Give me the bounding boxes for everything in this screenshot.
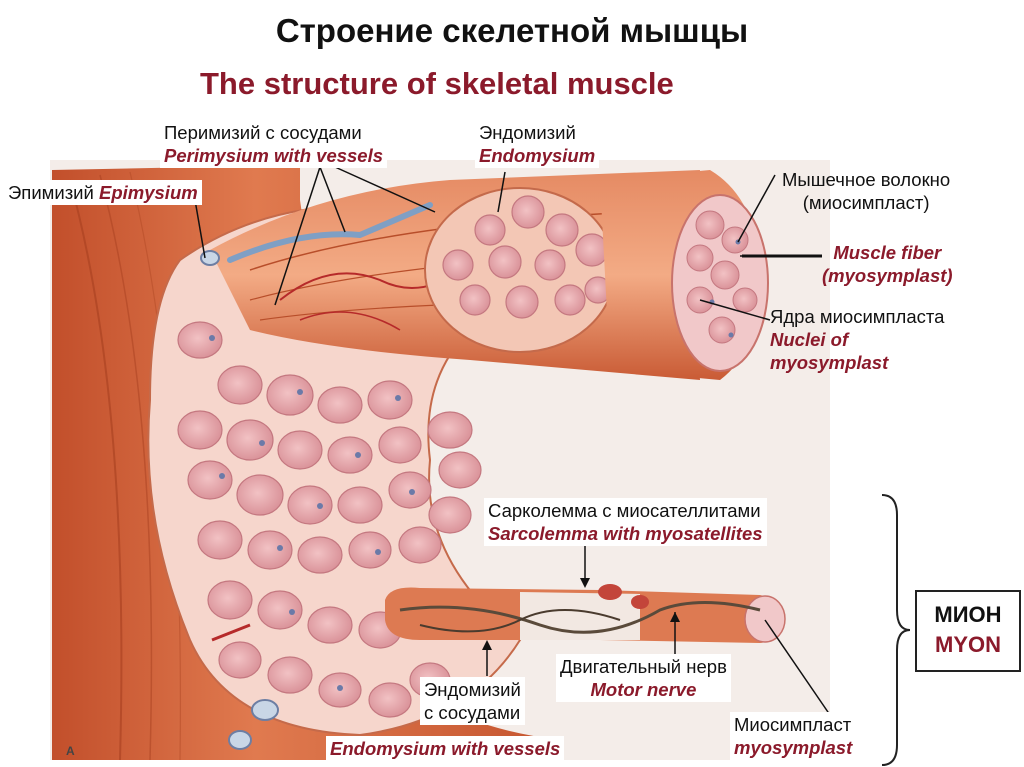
myon-en: MYON: [935, 632, 1001, 657]
label-sarcolemma: Сарколемма с миосателлитами Sarcolemma w…: [484, 498, 767, 546]
motor-ru: Двигательный нерв: [560, 656, 727, 677]
fiber-ru-2: (миосимпласт): [802, 192, 930, 213]
label-motor-nerve: Двигательный нерв Motor nerve: [556, 654, 731, 702]
fiber-en-1: Muscle fiber: [833, 242, 942, 263]
label-endomysium-vessels-ru: Эндомизий с сосудами: [420, 677, 525, 725]
label-epimysium: Эпимизий Epimysium: [4, 180, 202, 205]
title-english: The structure of skeletal muscle: [200, 66, 674, 101]
label-perimysium: Перимизий с сосудами Perimysium with ves…: [160, 120, 388, 168]
label-muscle-fiber-ru: Мышечное волокно (миосимпласт): [782, 168, 950, 214]
sarcolemma-ru: Сарколемма с миосателлитами: [488, 500, 761, 521]
nuclei-ru: Ядра миосимпласта: [770, 306, 945, 327]
myosymplast-ru: Миосимпласт: [734, 714, 852, 735]
myon-ru: МИОН: [934, 602, 1002, 627]
label-nuclei: Ядра миосимпласта Nuclei of myosymplast: [770, 305, 944, 374]
perimysium-ru: Перимизий с сосудами: [164, 122, 362, 143]
figure-letter: A: [66, 744, 75, 758]
label-endomysium-vessels-en: Endomysium with vessels: [326, 736, 565, 761]
motor-en: Motor nerve: [590, 679, 697, 700]
epimysium-en: Epimysium: [99, 182, 198, 203]
myosymplast-en: myosymplast: [734, 737, 853, 758]
label-endomysium: Эндомизий Endomysium: [475, 120, 600, 168]
endomysium-ru: Эндомизий: [479, 122, 576, 143]
epimysium-ru: Эпимизий: [8, 182, 94, 203]
endomysium-en: Endomysium: [479, 145, 596, 166]
myon-box: МИОН MYON: [915, 590, 1021, 672]
fiber-en-2: (myosymplast): [822, 265, 953, 286]
myon-brace: [881, 494, 911, 766]
title-russian: Строение скелетной мышцы: [275, 12, 749, 49]
label-muscle-fiber-en: Muscle fiber (myosymplast): [822, 241, 953, 287]
nuclei-en-1: Nuclei of: [770, 329, 849, 350]
sarcolemma-en: Sarcolemma with myosatellites: [488, 523, 763, 544]
nuclei-en-2: myosymplast: [770, 352, 889, 373]
endo-vessels-ru-1: Эндомизий: [424, 679, 521, 700]
label-myosymplast: Миосимпласт myosymplast: [730, 712, 857, 760]
endo-vessels-ru-2: с сосудами: [424, 702, 521, 723]
fiber-ru-1: Мышечное волокно: [782, 169, 951, 190]
endo-vessels-en: Endomysium with vessels: [330, 738, 561, 759]
perimysium-en: Perimysium with vessels: [164, 145, 384, 166]
